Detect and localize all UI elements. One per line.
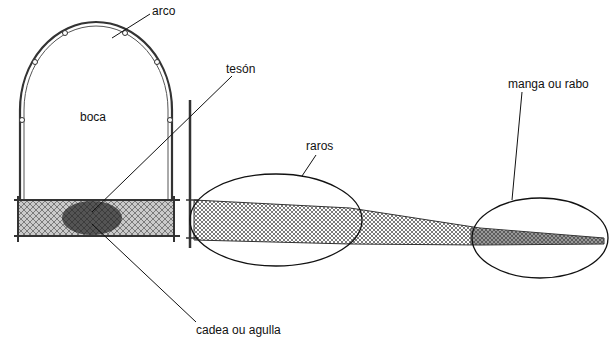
part-label: tesón xyxy=(226,62,255,76)
part-label: manga ou rabo xyxy=(508,77,589,91)
part-label: boca xyxy=(80,110,106,124)
part-label: arco xyxy=(152,4,175,18)
raros-ring xyxy=(190,174,362,266)
net-band xyxy=(14,196,180,242)
part-label: cadea ou agulla xyxy=(196,323,281,337)
manga-ring xyxy=(472,198,608,278)
side-net xyxy=(186,100,604,248)
part-label: raros xyxy=(306,139,333,153)
arch-frame xyxy=(20,22,173,200)
leader-lines xyxy=(92,14,522,322)
